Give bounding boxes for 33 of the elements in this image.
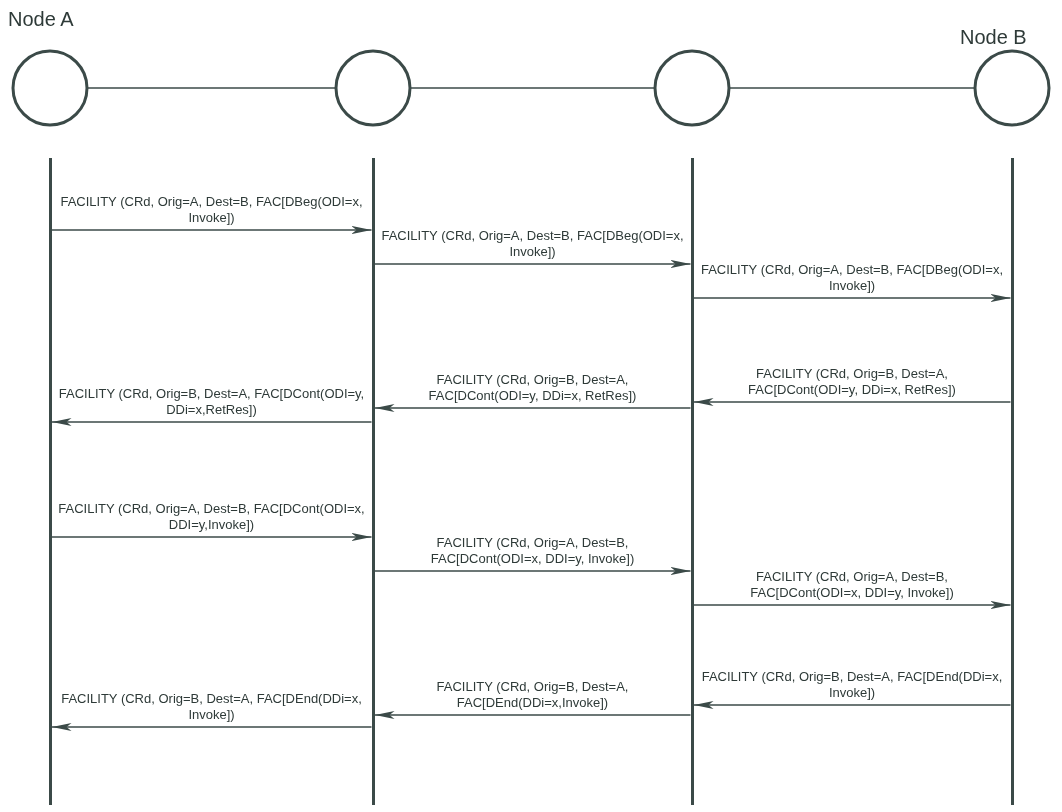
message-arrow [373,404,692,412]
message-arrow [692,701,1012,709]
message-label: FACILITY (CRd, Orig=B, Dest=A, FAC[DCont(ODI=y, DDi=x, RetRes]) [427,372,638,404]
message-label: FACILITY (CRd, Orig=B, Dest=A, FAC[DCont(ODI=y, DDi=x,RetRes]) [58,386,365,418]
lifeline [1010,158,1014,805]
message-arrow [692,601,1012,609]
link-line [86,87,337,89]
message-arrow [373,567,692,575]
message-label: FACILITY (CRd, Orig=B, Dest=A, FAC[DEnd(DDi=x, Invoke]) [60,691,363,723]
message-label: FACILITY (CRd, Orig=B, Dest=A, FAC[DEnd(DDi=x,Invoke]) [435,679,630,711]
message-label: FACILITY (CRd, Orig=A, Dest=B, FAC[DCont(ODI=x, DDI=y,Invoke]) [58,501,365,533]
link-line [728,87,976,89]
node-name: Node B [960,26,1027,49]
message-label: FACILITY (CRd, Orig=B, Dest=A, FAC[DEnd(DDi=x, Invoke]) [700,669,1004,701]
message-arrow [373,260,692,268]
lifeline [690,158,694,805]
message-arrow [373,711,692,719]
message-label: FACILITY (CRd, Orig=B, Dest=A, FAC[DCont(ODI=y, DDi=x, RetRes]) [747,366,957,398]
message-arrow [692,398,1012,406]
message-arrow [50,418,373,426]
message-label: FACILITY (CRd, Orig=A, Dest=B, FAC[DCont(ODI=x, DDI=y, Invoke]) [429,535,636,567]
link-line [409,87,656,89]
message-arrow [50,226,373,234]
message-label: FACILITY (CRd, Orig=A, Dest=B, FAC[DBeg(ODI=x, Invoke]) [700,262,1004,294]
message-arrow [50,723,373,731]
lifeline [371,158,375,805]
message-label: FACILITY (CRd, Orig=A, Dest=B, FAC[DBeg(ODI=x, Invoke]) [59,194,364,226]
node-name: Node A [8,8,74,31]
message-arrow [692,294,1012,302]
lifeline [48,158,52,805]
message-arrow [50,533,373,541]
message-label: FACILITY (CRd, Orig=A, Dest=B, FAC[DBeg(ODI=x, Invoke]) [381,228,684,260]
message-label: FACILITY (CRd, Orig=A, Dest=B, FAC[DCont(ODI=x, DDI=y, Invoke]) [749,569,955,601]
